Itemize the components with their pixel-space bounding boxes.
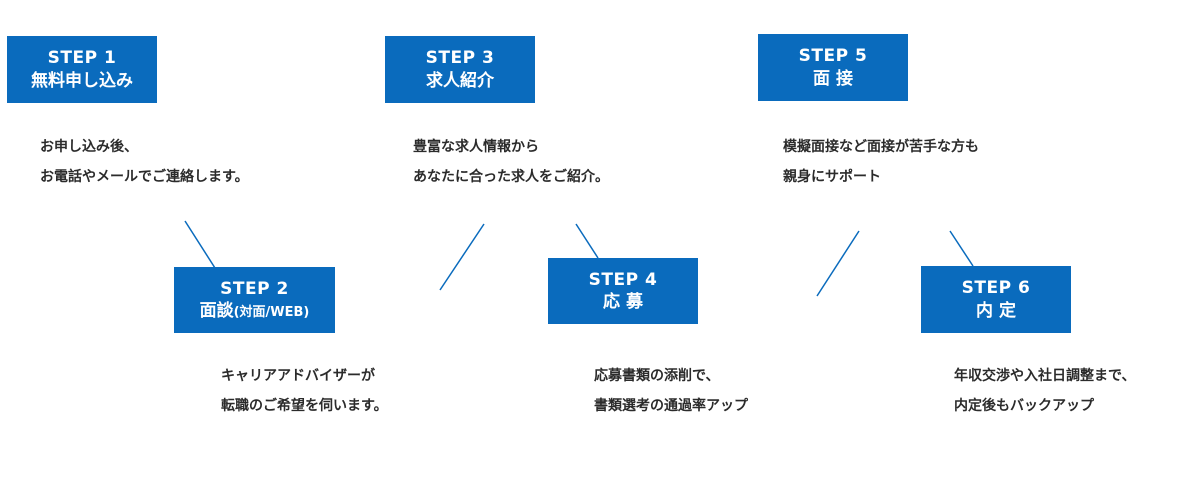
step-6-desc-line: 内定後もバックアップ — [954, 398, 1094, 414]
step-2-desc-line: キャリアアドバイザーが — [221, 368, 375, 384]
step-2-title: 面談(対面/WEB) — [200, 300, 310, 322]
step-4-number: STEP 4 — [588, 269, 658, 290]
connector-4-5 — [816, 230, 860, 297]
step-3-number: STEP 3 — [425, 48, 495, 69]
connector-3-4 — [575, 223, 599, 259]
step-1-box: STEP 1 無料申し込み — [7, 36, 157, 103]
step-6-description: 年収交渉や入社日調整まで、 内定後もバックアップ — [954, 361, 1135, 421]
step-1-description: お申し込み後、 お電話やメールでご連絡します。 — [40, 132, 249, 192]
step-5-desc-line: 模擬面接など面接が苦手な方も — [783, 139, 979, 155]
step-5-box: STEP 5 面 接 — [758, 34, 908, 101]
step-3-desc-line: あなたに合った求人をご紹介。 — [413, 169, 609, 185]
step-4-desc-line: 書類選考の通過率アップ — [594, 398, 748, 414]
connector-1-2 — [184, 220, 216, 269]
step-2-box: STEP 2 面談(対面/WEB) — [174, 267, 335, 333]
step-2-number: STEP 2 — [220, 278, 289, 299]
step-1-number: STEP 1 — [47, 48, 117, 69]
step-2-title-sub: (対面/WEB) — [233, 305, 310, 320]
step-6-title: 内 定 — [976, 300, 1016, 321]
step-2-desc-line: 転職のご希望を伺います。 — [221, 398, 388, 414]
step-3-box: STEP 3 求人紹介 — [385, 36, 535, 103]
step-1-desc-line: お申し込み後、 — [40, 139, 138, 155]
step-3-description: 豊富な求人情報から あなたに合った求人をご紹介。 — [413, 132, 609, 192]
connector-2-3 — [439, 223, 485, 291]
step-3-title: 求人紹介 — [426, 70, 494, 91]
step-6-box: STEP 6 内 定 — [921, 266, 1071, 333]
step-4-description: 応募書類の添削で、 書類選考の通過率アップ — [594, 361, 748, 421]
step-2-title-main: 面談 — [199, 301, 234, 321]
step-2-description: キャリアアドバイザーが 転職のご希望を伺います。 — [221, 361, 388, 421]
step-4-desc-line: 応募書類の添削で、 — [594, 368, 720, 384]
step-4-box: STEP 4 応 募 — [548, 258, 698, 324]
step-5-title: 面 接 — [813, 68, 853, 89]
step-5-desc-line: 親身にサポート — [783, 169, 881, 185]
step-5-number: STEP 5 — [798, 46, 868, 67]
connector-5-6 — [949, 230, 974, 267]
step-1-desc-line: お電話やメールでご連絡します。 — [40, 169, 249, 185]
step-4-title: 応 募 — [603, 292, 643, 312]
step-6-desc-line: 年収交渉や入社日調整まで、 — [954, 368, 1136, 384]
step-5-description: 模擬面接など面接が苦手な方も 親身にサポート — [783, 132, 979, 192]
step-1-title: 無料申し込み — [31, 70, 133, 91]
step-3-desc-line: 豊富な求人情報から — [413, 139, 539, 155]
step-6-number: STEP 6 — [961, 278, 1031, 299]
